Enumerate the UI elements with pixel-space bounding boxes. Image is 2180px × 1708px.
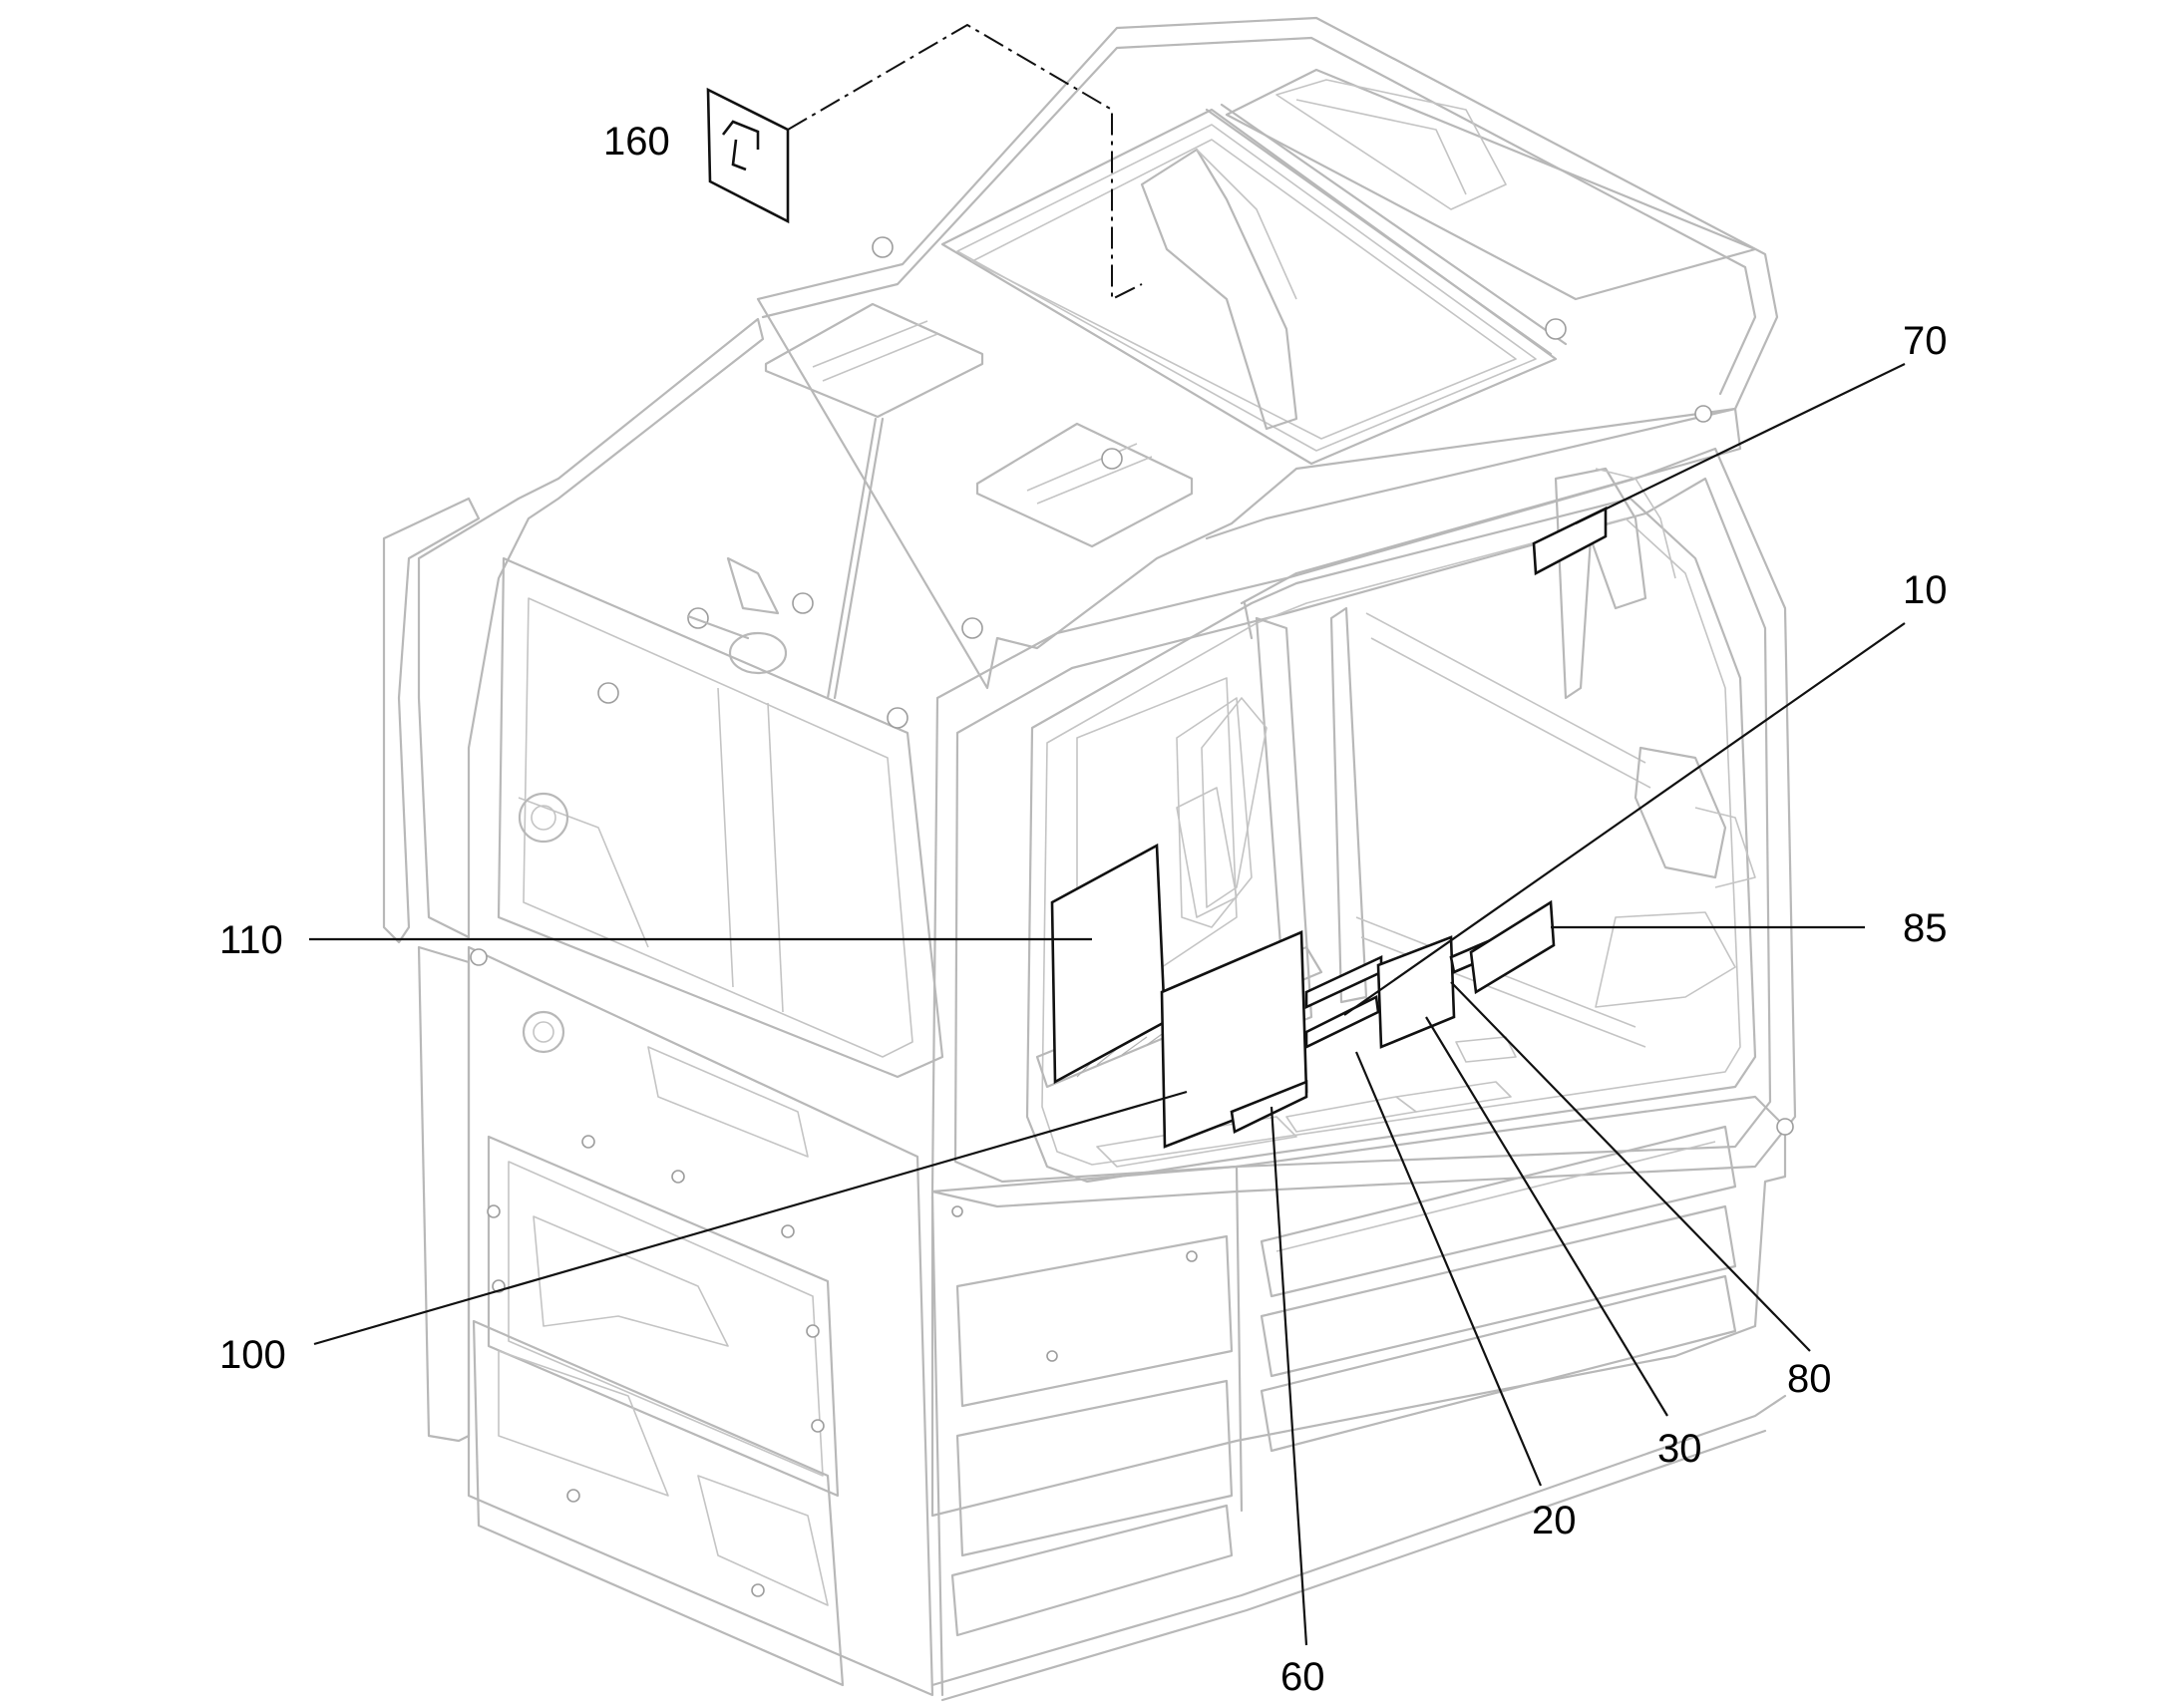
decal-85	[1469, 899, 1556, 995]
window-exit-decal-icon	[721, 120, 760, 171]
callout-labels: 160 70 10 110 85 100 80 30 20 60	[219, 120, 1948, 1699]
callout-10: 10	[1903, 568, 1948, 612]
callout-100: 100	[219, 1333, 286, 1377]
decal-110	[1050, 843, 1167, 1085]
callout-70: 70	[1903, 319, 1948, 363]
leader-100	[313, 1090, 1188, 1346]
callout-60: 60	[1280, 1655, 1325, 1699]
callout-160: 160	[603, 120, 670, 164]
decal-70	[1532, 506, 1608, 576]
decal-group	[706, 87, 1608, 1149]
callout-80: 80	[1787, 1357, 1832, 1401]
decal-30	[1376, 935, 1456, 1049]
leader-80	[1450, 981, 1811, 1352]
leader-30	[1425, 1016, 1668, 1417]
callout-85: 85	[1903, 906, 1948, 950]
leader-10	[1343, 622, 1906, 1016]
leader-20	[1354, 1051, 1543, 1487]
leader-70	[1575, 363, 1906, 524]
callout-110: 110	[219, 918, 283, 962]
decal-10	[1304, 995, 1380, 1050]
decal-160	[706, 87, 790, 224]
callout-30: 30	[1657, 1427, 1702, 1471]
leader-160	[787, 23, 1143, 301]
decal-60	[1230, 1080, 1308, 1134]
cab-body	[382, 16, 1797, 1702]
leader-lines	[309, 23, 1906, 1646]
callout-20: 20	[1532, 1499, 1577, 1542]
leader-60	[1270, 1106, 1308, 1646]
